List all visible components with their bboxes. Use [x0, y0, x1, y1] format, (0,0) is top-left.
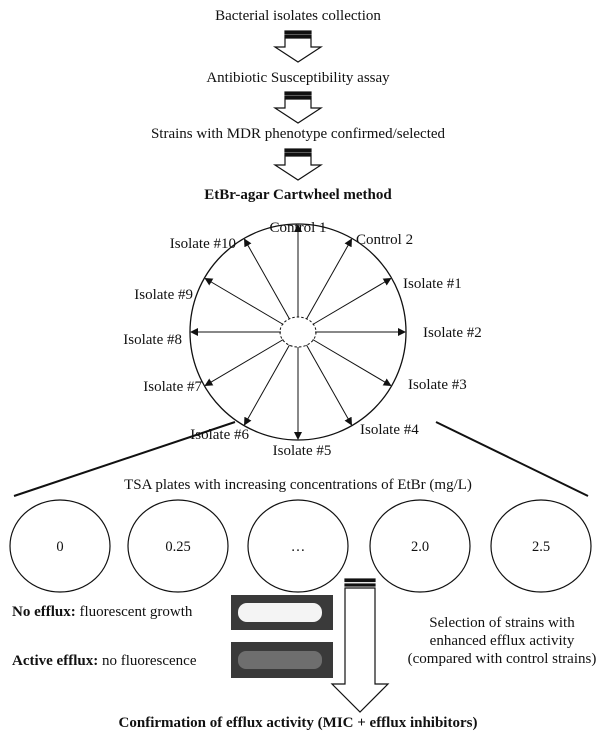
plate-1-label: 0.25: [165, 539, 190, 555]
plate-4: 2.5: [490, 499, 592, 593]
step-2-text: Antibiotic Susceptibility assay: [206, 70, 390, 86]
cartwheel-center: [279, 316, 317, 348]
spoke-arrow-6: [306, 344, 352, 426]
selection-line-3: (compared with control strains): [408, 651, 597, 667]
selection-arrow-icon: [330, 578, 390, 713]
plate-0-label: 0: [56, 539, 63, 555]
plate-3-label: 2.0: [411, 539, 429, 555]
flow-arrow-3-icon: [272, 148, 324, 181]
no-efflux-desc: fluorescent growth: [76, 604, 193, 620]
spoke-arrow-2: [306, 238, 352, 320]
cartwheel-labels: Control 1 Control 2 Isolate #1 Isolate #…: [123, 220, 481, 459]
label-isolate-3: Isolate #3: [408, 377, 467, 393]
label-isolate-2: Isolate #2: [423, 325, 482, 341]
plate-2: …: [247, 499, 349, 593]
spoke-arrow-9: [204, 339, 284, 387]
plate-0: 0: [9, 499, 111, 593]
label-isolate-5: Isolate #5: [273, 443, 332, 459]
spoke-arrow-3: [312, 277, 392, 325]
label-isolate-8: Isolate #8: [123, 332, 182, 348]
plate-4-label: 2.5: [532, 539, 550, 555]
spoke-arrow-5: [312, 339, 392, 387]
plate-1: 0.25: [127, 499, 229, 593]
spoke-arrow-11: [204, 277, 284, 325]
spoke-arrow-8: [244, 344, 290, 426]
plate-3: 2.0: [369, 499, 471, 593]
flow-arrow-2-icon: [272, 91, 324, 124]
plates-title: TSA plates with increasing concentration…: [124, 477, 472, 493]
label-isolate-1: Isolate #1: [403, 276, 462, 292]
label-isolate-9: Isolate #9: [134, 287, 193, 303]
label-isolate-7: Isolate #7: [143, 379, 202, 395]
conclusion-text: Confirmation of efflux activity (MIC + e…: [119, 715, 478, 731]
active-efflux-text: Active efflux: no fluorescence: [12, 653, 197, 669]
label-control-1: Control 1: [269, 220, 326, 236]
no-efflux-text: No efflux: fluorescent growth: [12, 604, 193, 620]
no-efflux-label: No efflux:: [12, 604, 76, 620]
gel-image-no-efflux: [231, 595, 333, 630]
cartwheel-diagram: Control 1 Control 2 Isolate #1 Isolate #…: [123, 220, 481, 459]
step-1-text: Bacterial isolates collection: [215, 8, 381, 24]
zoom-line-right: [435, 421, 589, 497]
selection-line-2: enhanced efflux activity: [430, 633, 575, 649]
selection-text: Selection of strains with enhanced efflu…: [408, 615, 597, 667]
spoke-arrow-12: [244, 238, 290, 320]
label-isolate-4: Isolate #4: [360, 422, 419, 438]
label-isolate-10: Isolate #10: [170, 236, 236, 252]
active-efflux-desc: no fluorescence: [98, 653, 197, 669]
label-control-2: Control 2: [356, 232, 413, 248]
active-efflux-label: Active efflux:: [12, 653, 98, 669]
plates-row: 0 0.25 … 2.0 2.5: [9, 499, 592, 593]
cartwheel-spokes: [190, 224, 406, 440]
gel-image-active-efflux: [231, 642, 333, 678]
step-3-text: Strains with MDR phenotype confirmed/sel…: [151, 126, 446, 142]
selection-line-1: Selection of strains with: [429, 615, 575, 631]
flow-arrow-1-icon: [272, 30, 324, 63]
plate-2-label: …: [291, 539, 306, 555]
method-title: EtBr-agar Cartwheel method: [204, 187, 392, 203]
zoom-line-left: [13, 421, 236, 497]
